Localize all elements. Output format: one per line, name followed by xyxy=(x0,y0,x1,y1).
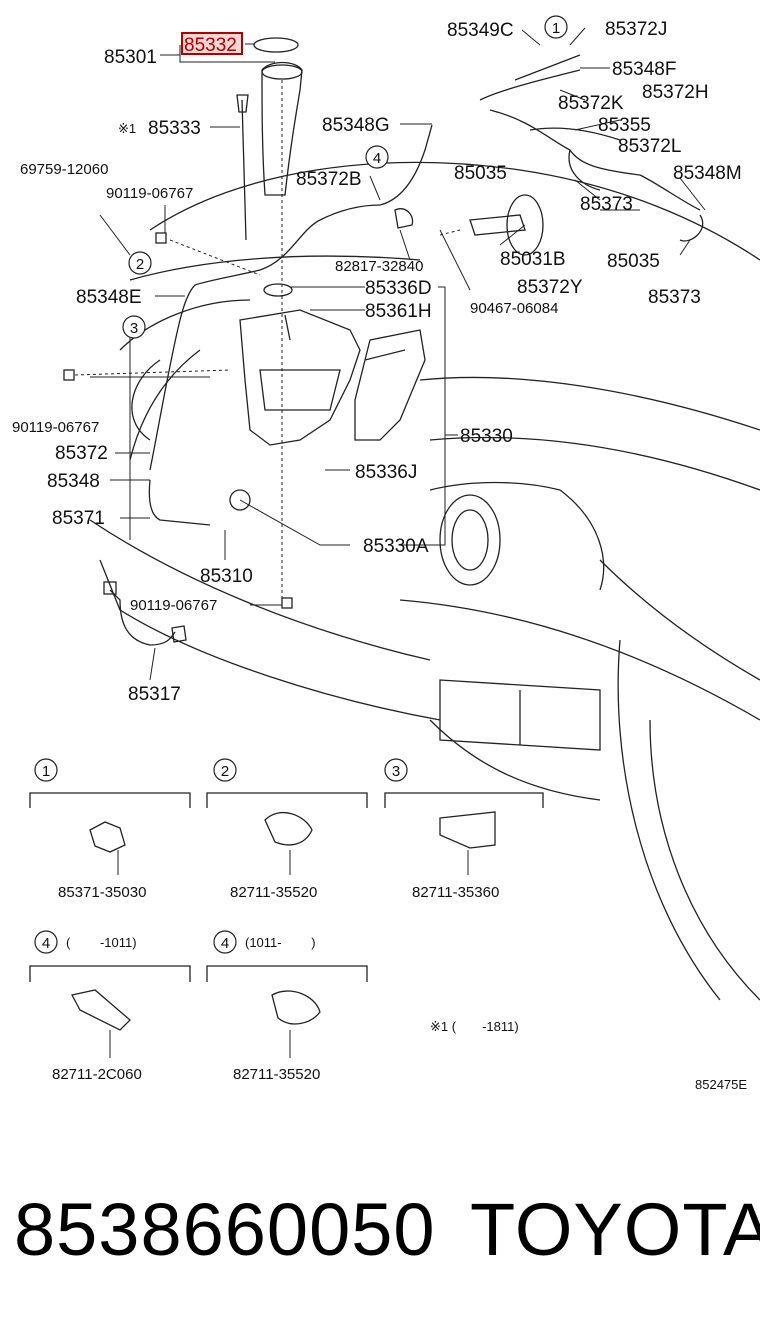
label-90119-06767-b: 90119-06767 xyxy=(12,419,99,436)
label-85301: 85301 xyxy=(104,47,157,68)
label-85336D: 85336D xyxy=(365,278,432,299)
footer: 8538660050 TOYOTA xyxy=(0,1185,760,1295)
label-85348E: 85348E xyxy=(76,287,142,308)
label-85348: 85348 xyxy=(47,471,100,492)
label-85336J: 85336J xyxy=(355,462,417,483)
callout-2: 2 xyxy=(136,256,144,273)
detail-4a-range: ( -1011) xyxy=(66,935,137,950)
label-85333: 85333 xyxy=(148,118,201,139)
label-85372L: 85372L xyxy=(618,136,681,157)
callout-3: 3 xyxy=(130,320,138,337)
highlight-box xyxy=(181,32,243,55)
callout-circles xyxy=(34,15,568,954)
callout-1: 1 xyxy=(552,20,560,37)
detail-3-part: 82711-35360 xyxy=(412,884,499,901)
callout-4: 4 xyxy=(373,150,381,167)
label-85373-a: 85373 xyxy=(580,194,633,215)
label-85330: 85330 xyxy=(460,426,513,447)
label-85035-b: 85035 xyxy=(607,251,660,272)
label-85372H: 85372H xyxy=(642,82,709,103)
detail-1-part: 85371-35030 xyxy=(58,884,146,901)
detail-callout-1: 1 xyxy=(42,763,50,780)
label-85317: 85317 xyxy=(128,684,181,705)
label-82817-32840: 82817-32840 xyxy=(335,258,423,275)
label-85031B: 85031B xyxy=(500,249,566,270)
label-85372: 85372 xyxy=(55,443,108,464)
label-85348G: 85348G xyxy=(322,115,390,136)
detail-box-texts: 85371-35030 82711-35520 82711-35360 ( -1… xyxy=(52,884,747,1092)
label-90119-06767-a: 90119-06767 xyxy=(106,185,193,202)
label-85349C: 85349C xyxy=(447,20,514,41)
detail-4a-part: 82711-2C060 xyxy=(52,1066,142,1083)
part-number: 8538660050 xyxy=(14,1188,436,1271)
label-85348F: 85348F xyxy=(612,59,676,80)
label-85361H: 85361H xyxy=(365,301,432,322)
diagram-code: 852475E xyxy=(695,1077,747,1092)
label-85355: 85355 xyxy=(598,115,651,136)
brand-name: TOYOTA xyxy=(470,1188,760,1271)
line-art xyxy=(29,37,760,1031)
detail-callout-4b: 4 xyxy=(221,935,229,952)
parts-diagram: 1 4 2 3 1 2 3 4 4 85301 85332 ※1 85333 6… xyxy=(12,15,760,1092)
label-90119-06767-c: 90119-06767 xyxy=(130,597,217,614)
footnote-1: ※1 ( -1811) xyxy=(430,1019,519,1034)
label-85330A: 85330A xyxy=(363,536,429,557)
label-85332-highlighted: 85332 xyxy=(184,35,237,56)
label-85348M: 85348M xyxy=(673,163,742,184)
detail-2-part: 82711-35520 xyxy=(230,884,317,901)
detail-4b-part: 82711-35520 xyxy=(233,1066,320,1083)
label-85372J: 85372J xyxy=(605,19,667,40)
label-85372Y: 85372Y xyxy=(517,277,583,298)
leader-lines xyxy=(90,27,706,1058)
label-85373-b: 85373 xyxy=(648,287,701,308)
label-85310: 85310 xyxy=(200,566,253,587)
note-mark-1: ※1 xyxy=(118,121,136,136)
detail-4b-range: (1011- ) xyxy=(245,935,316,950)
label-85372K: 85372K xyxy=(558,93,624,114)
label-85035-a: 85035 xyxy=(454,163,507,184)
detail-callout-2: 2 xyxy=(221,763,229,780)
label-85371: 85371 xyxy=(52,508,105,529)
callout-numbers: 1 4 2 3 1 2 3 4 4 xyxy=(42,20,560,952)
label-85372B: 85372B xyxy=(296,169,362,190)
detail-callout-3: 3 xyxy=(392,763,400,780)
part-labels: 85301 85332 ※1 85333 69759-12060 90119-0… xyxy=(12,19,742,705)
dashed-guides xyxy=(74,80,461,600)
label-69759-12060: 69759-12060 xyxy=(20,161,108,178)
label-90467-06084: 90467-06084 xyxy=(470,300,558,317)
detail-callout-4a: 4 xyxy=(42,935,50,952)
